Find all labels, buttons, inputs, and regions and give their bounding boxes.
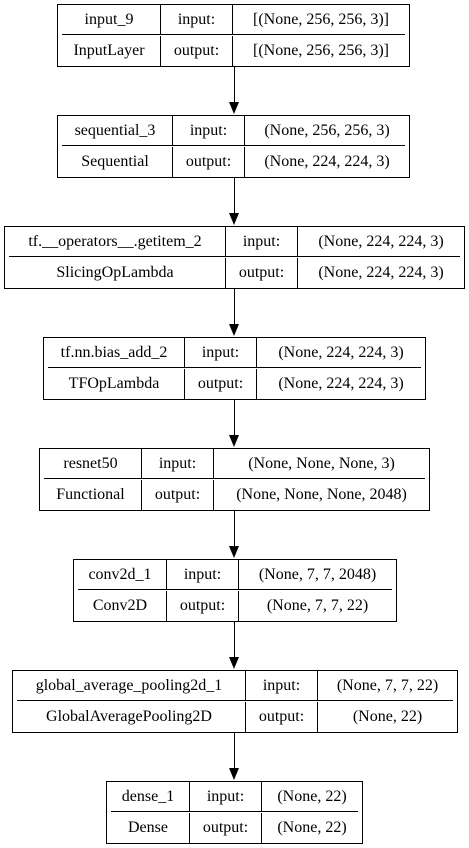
input-shape: (None, 22) xyxy=(277,788,347,805)
output-label: output: xyxy=(226,258,298,288)
layer-name: tf.__operators__.getitem_2 xyxy=(5,227,226,257)
output-label: output: xyxy=(167,591,239,621)
layer-node-input-9: input_9 input: [(None, 256, 256, 3)] Inp… xyxy=(57,4,410,67)
input-label: input: xyxy=(161,5,233,35)
output-shape: (None, 7, 7, 22) xyxy=(266,597,369,614)
output-shape: (None, None, None, 2048) xyxy=(236,486,407,503)
input-label: input: xyxy=(226,227,298,257)
output-label: output: xyxy=(190,813,262,843)
input-label: input: xyxy=(167,560,239,590)
input-label: input: xyxy=(246,671,318,701)
layer-node-dense-1: dense_1 input: (None, 22) Dense output: … xyxy=(106,781,363,844)
output-shape: (None, 22) xyxy=(277,819,347,836)
layer-name: tf.nn.bias_add_2 xyxy=(44,338,185,368)
layer-node-bias-add-2: tf.nn.bias_add_2 input: (None, 224, 224,… xyxy=(43,337,426,400)
output-shape: (None, 22) xyxy=(352,708,423,725)
input-label: input: xyxy=(185,338,257,368)
layer-type: Sequential xyxy=(58,147,173,177)
output-label: output: xyxy=(161,36,233,66)
layer-type: InputLayer xyxy=(58,36,161,66)
output-shape: (None, 224, 224, 3) xyxy=(278,375,404,392)
input-shape: (None, 7, 7, 22) xyxy=(336,677,439,694)
input-label: input: xyxy=(173,116,245,146)
input-shape: (None, 256, 256, 3) xyxy=(264,122,390,139)
input-shape: [(None, 256, 256, 3)] xyxy=(253,11,389,28)
layer-node-getitem-2: tf.__operators__.getitem_2 input: (None,… xyxy=(4,226,465,289)
output-label: output: xyxy=(173,147,245,177)
layer-node-resnet50: resnet50 input: (None, None, None, 3) Fu… xyxy=(39,448,430,511)
input-shape: (None, 224, 224, 3) xyxy=(318,233,444,250)
layer-type: SlicingOpLambda xyxy=(5,258,226,288)
input-shape: (None, 224, 224, 3) xyxy=(278,344,404,361)
input-label: input: xyxy=(142,449,214,479)
layer-name: sequential_3 xyxy=(58,116,173,146)
layer-name: dense_1 xyxy=(107,782,190,812)
input-shape: (None, 7, 7, 2048) xyxy=(258,566,377,583)
output-label: output: xyxy=(246,702,318,732)
layer-type: Dense xyxy=(107,813,190,843)
layer-name: conv2d_1 xyxy=(74,560,167,590)
layer-name: input_9 xyxy=(58,5,161,35)
layer-type: Functional xyxy=(40,480,142,510)
layer-type: TFOpLambda xyxy=(44,369,185,399)
layer-node-sequential-3: sequential_3 input: (None, 256, 256, 3) … xyxy=(57,115,410,178)
layer-name: resnet50 xyxy=(40,449,142,479)
layer-type: GlobalAveragePooling2D xyxy=(13,702,246,732)
output-label: output: xyxy=(142,480,214,510)
output-shape: (None, 224, 224, 3) xyxy=(264,153,390,170)
layer-node-conv2d-1: conv2d_1 input: (None, 7, 7, 2048) Conv2… xyxy=(73,559,397,622)
output-shape: (None, 224, 224, 3) xyxy=(318,264,444,281)
layer-node-global-average-pooling2d-1: global_average_pooling2d_1 input: (None,… xyxy=(12,670,458,733)
input-shape: (None, None, None, 3) xyxy=(248,455,395,472)
layer-type: Conv2D xyxy=(74,591,167,621)
output-label: output: xyxy=(185,369,257,399)
layer-name: global_average_pooling2d_1 xyxy=(13,671,246,701)
input-label: input: xyxy=(190,782,262,812)
output-shape: [(None, 256, 256, 3)] xyxy=(253,42,389,59)
